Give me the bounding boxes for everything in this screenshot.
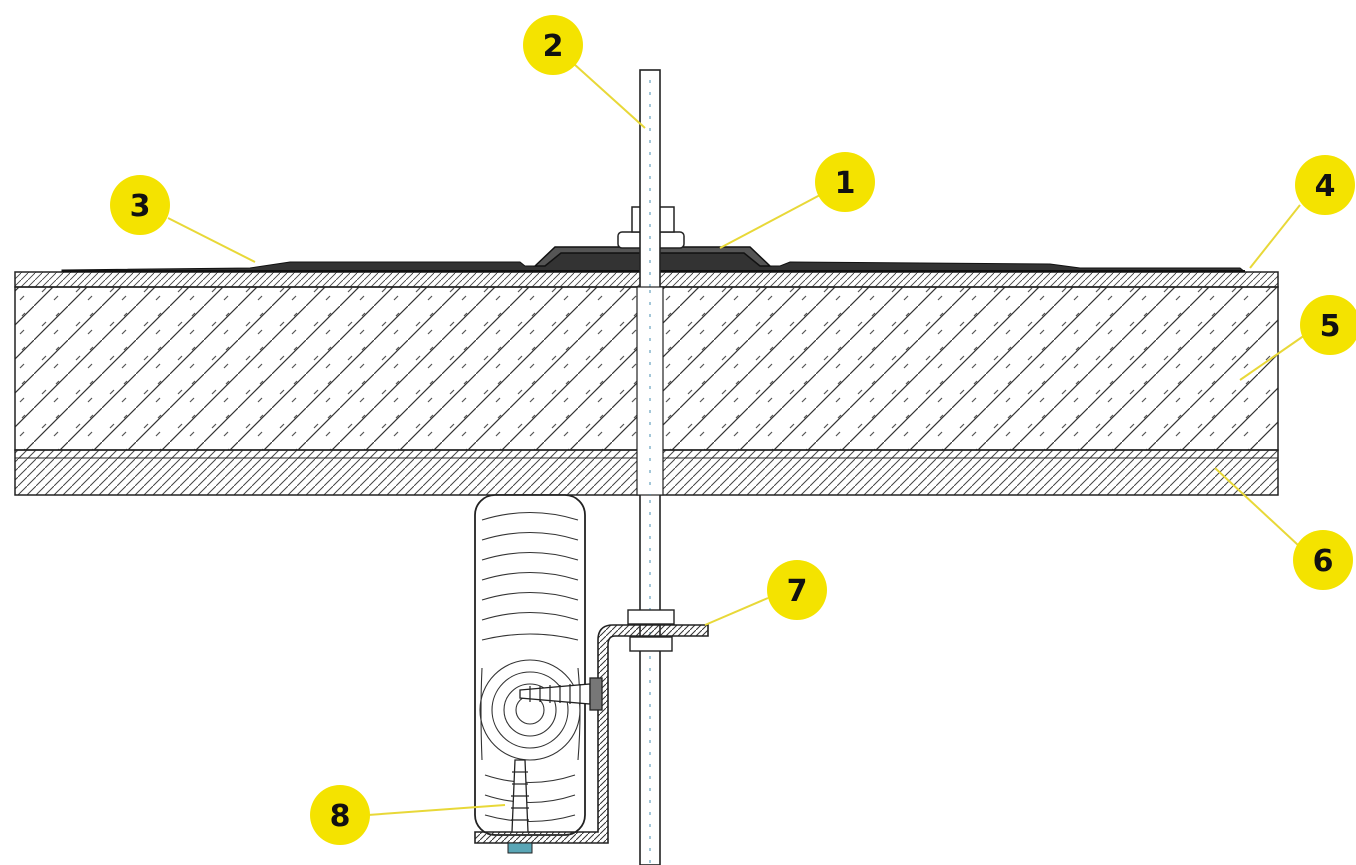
callout-6-circle — [1293, 530, 1353, 590]
vertical-screw — [507, 759, 533, 854]
callout-5-circle — [1300, 295, 1356, 355]
callout-4-label: 4 — [1315, 169, 1336, 204]
leader-line-3 — [167, 217, 256, 263]
leader-lines — [167, 63, 1306, 816]
leader-line-7 — [704, 597, 769, 626]
callout-1-circle — [815, 152, 875, 212]
leader-line-2 — [573, 63, 646, 129]
callout-3-circle — [110, 175, 170, 235]
callout-1: 1 — [815, 152, 875, 212]
callout-5: 5 — [1300, 295, 1356, 355]
callouts: 1 2 3 4 5 6 7 8 — [110, 15, 1356, 845]
leader-line-5 — [1239, 334, 1306, 381]
callout-4: 4 — [1295, 155, 1355, 215]
leader-line-4 — [1249, 204, 1301, 269]
leader-line-6 — [1214, 467, 1299, 546]
callout-3: 3 — [110, 175, 170, 235]
callout-8-label: 8 — [330, 799, 351, 834]
callout-1-label: 1 — [835, 166, 856, 201]
callout-8-circle — [310, 785, 370, 845]
timber-batten — [474, 494, 586, 836]
callout-2: 2 — [523, 15, 583, 75]
callout-8: 8 — [310, 785, 370, 845]
callout-2-label: 2 — [543, 29, 564, 64]
callout-7: 7 — [767, 560, 827, 620]
callout-6: 6 — [1293, 530, 1353, 590]
callout-2-circle — [523, 15, 583, 75]
callout-4-circle — [1295, 155, 1355, 215]
callout-7-circle — [767, 560, 827, 620]
leader-line-8 — [367, 804, 506, 816]
threaded-rod — [636, 69, 664, 865]
leader-line-1 — [719, 194, 821, 249]
angle-bracket — [474, 609, 709, 844]
horizontal-screw — [519, 677, 603, 711]
callout-7-label: 7 — [787, 574, 808, 609]
callout-3-label: 3 — [130, 189, 151, 224]
callout-5-label: 5 — [1320, 309, 1341, 344]
callout-6-label: 6 — [1313, 544, 1334, 579]
